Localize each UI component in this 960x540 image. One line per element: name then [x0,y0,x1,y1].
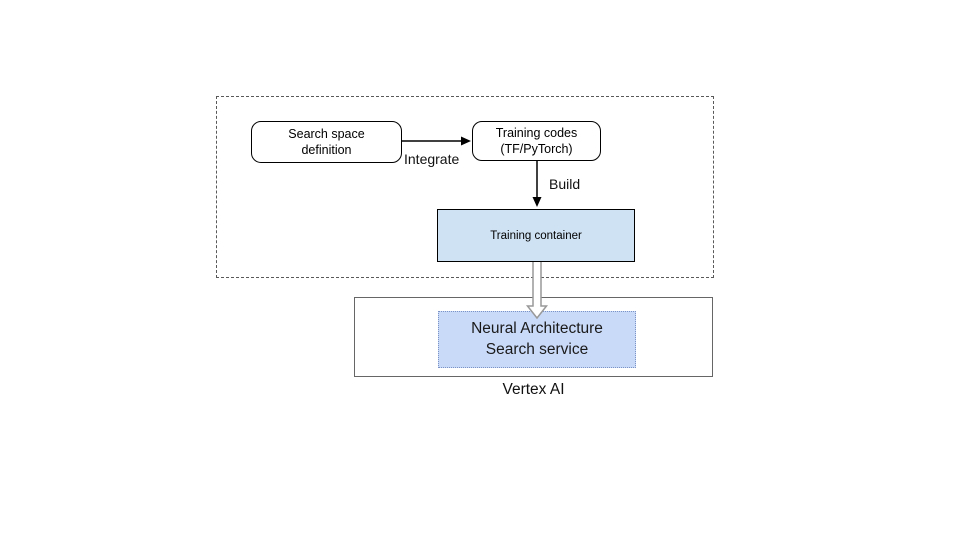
build-edge-label: Build [549,176,581,192]
search-space-definition-label-line2: definition [301,143,352,157]
vertex-ai-label: Vertex AI [502,381,565,398]
training-codes-label-line1: Training codes [495,125,578,140]
search-space-definition-node: Search space definition [251,121,402,163]
training-codes-node: Training codes (TF/PyTorch) [472,121,601,161]
training-container-label: Training container [490,229,582,242]
nas-service-label-line1: Neural Architecture [471,320,603,338]
training-container-node: Training container [437,209,635,262]
nas-service-label-line2: Search service [485,340,589,358]
integrate-edge-label: Integrate [404,151,460,167]
build-phase-group-box [216,96,714,278]
nas-service-node: Neural Architecture Search service [438,311,636,368]
training-codes-label-line2: (TF/PyTorch) [500,142,573,156]
search-space-definition-label-line1: Search space [288,126,365,141]
